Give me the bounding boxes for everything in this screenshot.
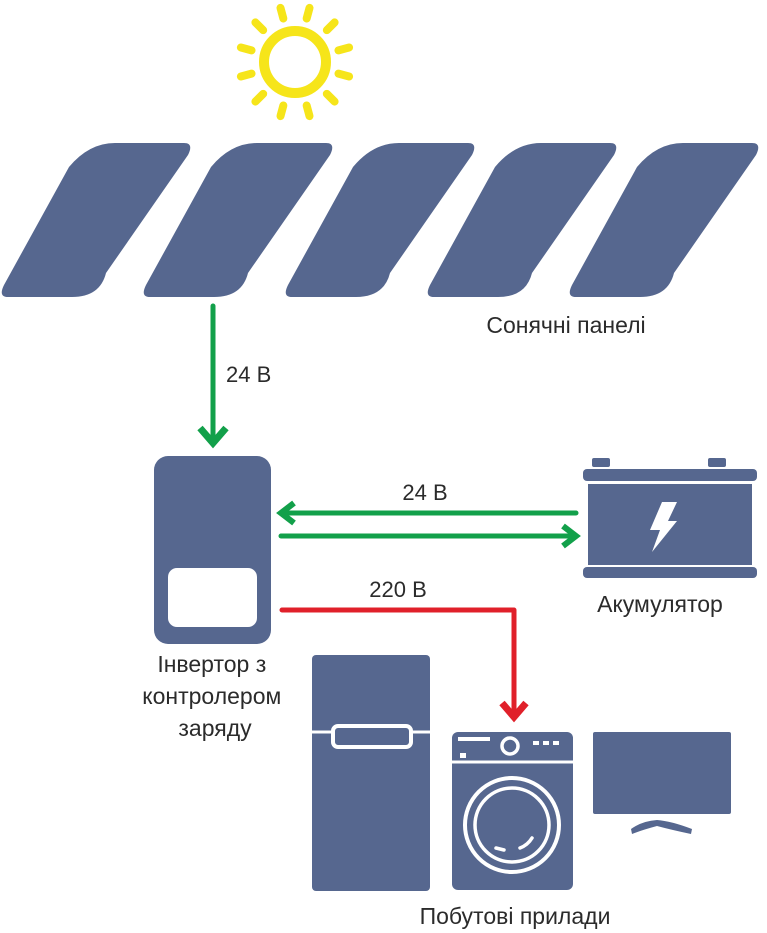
battery-label: Акумулятор: [597, 591, 723, 617]
sun-ray: [322, 89, 339, 106]
dc-arrow-inverter-to-battery: [278, 523, 581, 549]
inverter-label: Інвертор з контролером заряду: [142, 651, 287, 741]
ac-arrow-inverter-to-appliances: [279, 607, 529, 723]
inverter-label-line-2: контролером: [142, 683, 281, 709]
sun-ray: [251, 18, 268, 35]
lightning-bolt-icon: [650, 502, 677, 552]
tv-icon: [593, 732, 731, 834]
sun-ray: [302, 3, 314, 23]
washing-machine-icon: [452, 732, 573, 890]
sun-ray: [334, 43, 354, 55]
solar-panel-icon: [285, 143, 475, 297]
sun-ray: [236, 43, 256, 55]
inverter-label-line-3: заряду: [178, 715, 252, 741]
sun-ray: [276, 101, 288, 121]
panels-voltage-label: 24 В: [226, 362, 271, 387]
sun-ray: [251, 89, 268, 106]
sun-icon: [236, 3, 354, 121]
solar-panel-icon: [569, 143, 759, 297]
inverter-label-line-1: Інвертор з: [157, 651, 266, 677]
dc-arrow-battery-to-inverter: [276, 500, 579, 526]
battery-voltage-label: 24 В: [402, 480, 447, 505]
appliances-label: Побутові прилади: [420, 903, 611, 929]
refrigerator-icon: [312, 655, 430, 891]
solar-panels: [1, 143, 759, 297]
sun-ray: [322, 18, 339, 35]
dc-arrow-panels-to-inverter: [197, 303, 229, 449]
solar-panels-label: Сонячні панелі: [486, 312, 645, 338]
battery-icon: [583, 458, 757, 578]
solar-panel-icon: [143, 143, 333, 297]
sun-ray: [276, 3, 288, 23]
solar-panel-icon: [427, 143, 617, 297]
sun-ray: [302, 101, 314, 121]
solar-panel-icon: [1, 143, 191, 297]
inverter-icon: [154, 456, 271, 644]
ac-voltage-label: 220 В: [369, 577, 427, 602]
sun-ray: [334, 69, 354, 81]
sun-ray: [236, 69, 256, 81]
